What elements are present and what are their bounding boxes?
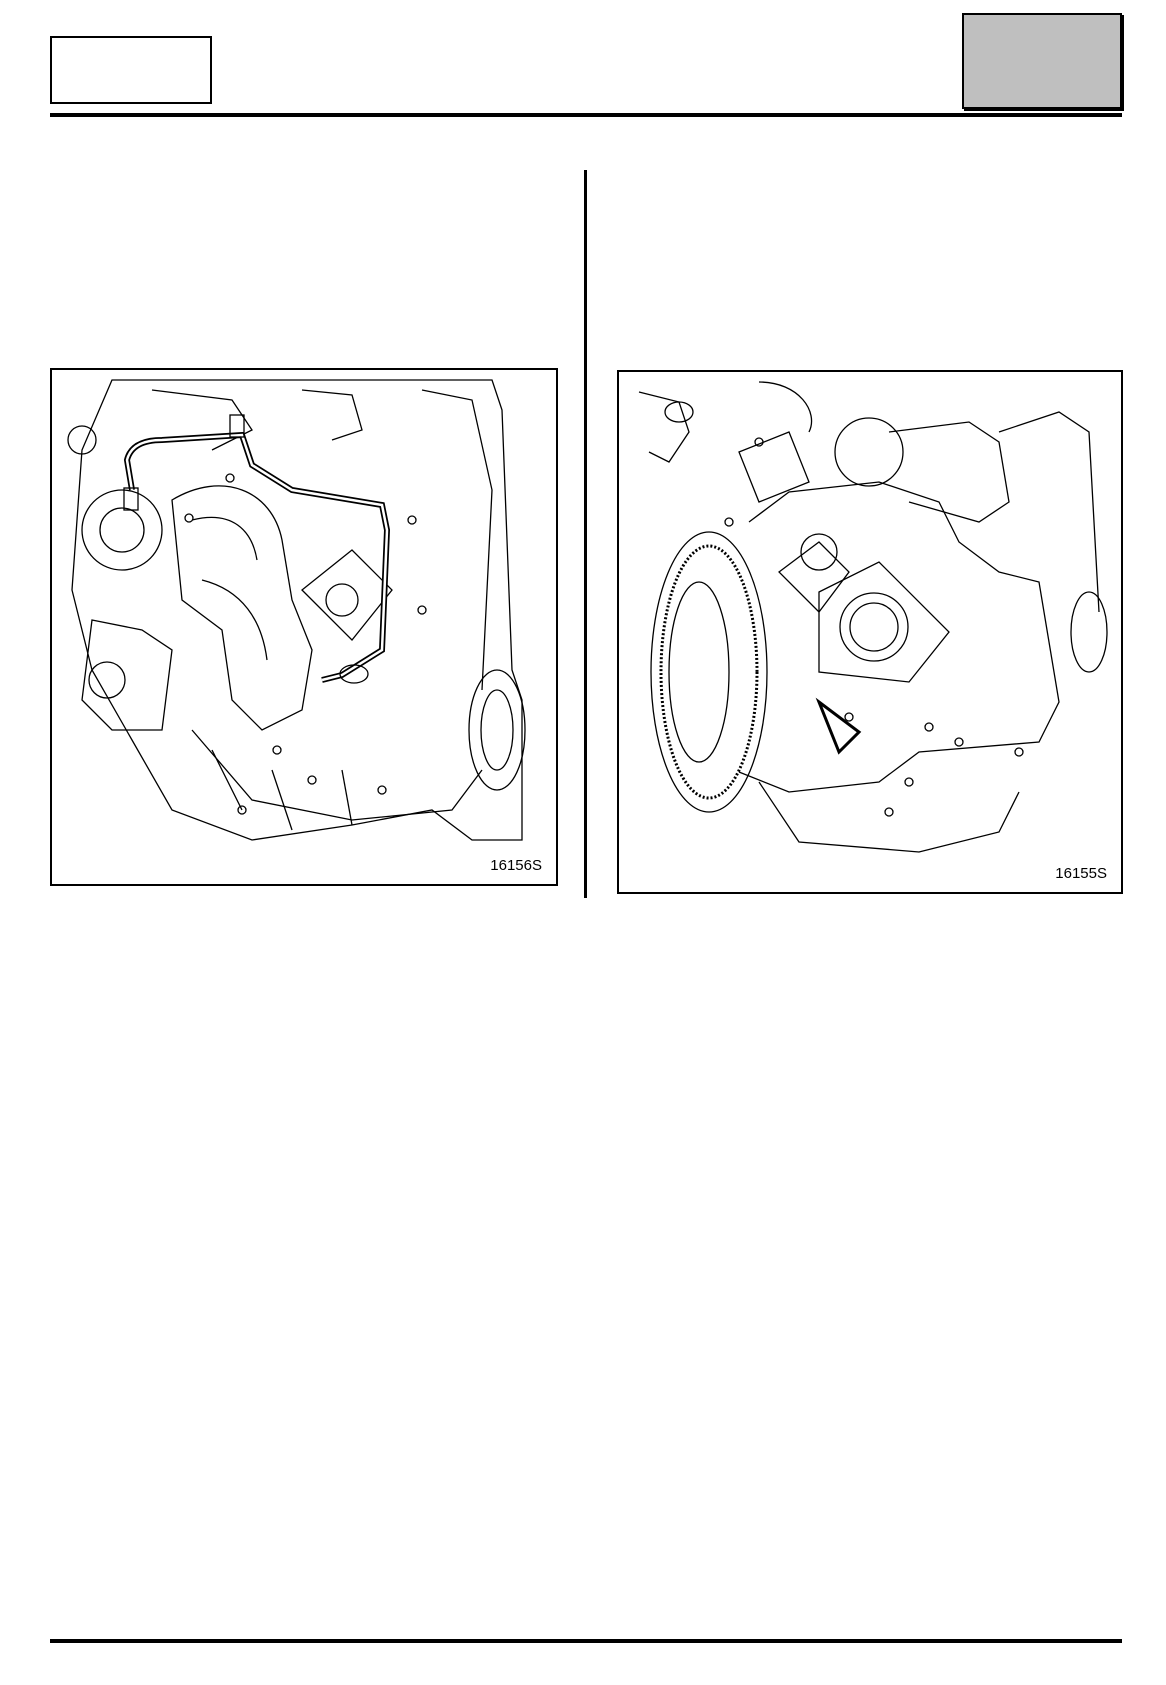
column-divider: [584, 170, 587, 898]
header-rule: [50, 113, 1122, 117]
figure-engine-flywheel-side: 16155S: [617, 370, 1123, 894]
figure-engine-oil-pipe: 16156S: [50, 368, 558, 886]
figure-ref-left: 16156S: [490, 857, 542, 874]
engine-drawing-right: [638, 381, 1108, 853]
header-box-left: [50, 36, 212, 104]
figure-ref-right: 16155S: [1055, 865, 1107, 882]
engine-drawing-left: [67, 379, 526, 841]
header-box-right: [962, 13, 1122, 109]
footer-rule: [50, 1639, 1122, 1643]
